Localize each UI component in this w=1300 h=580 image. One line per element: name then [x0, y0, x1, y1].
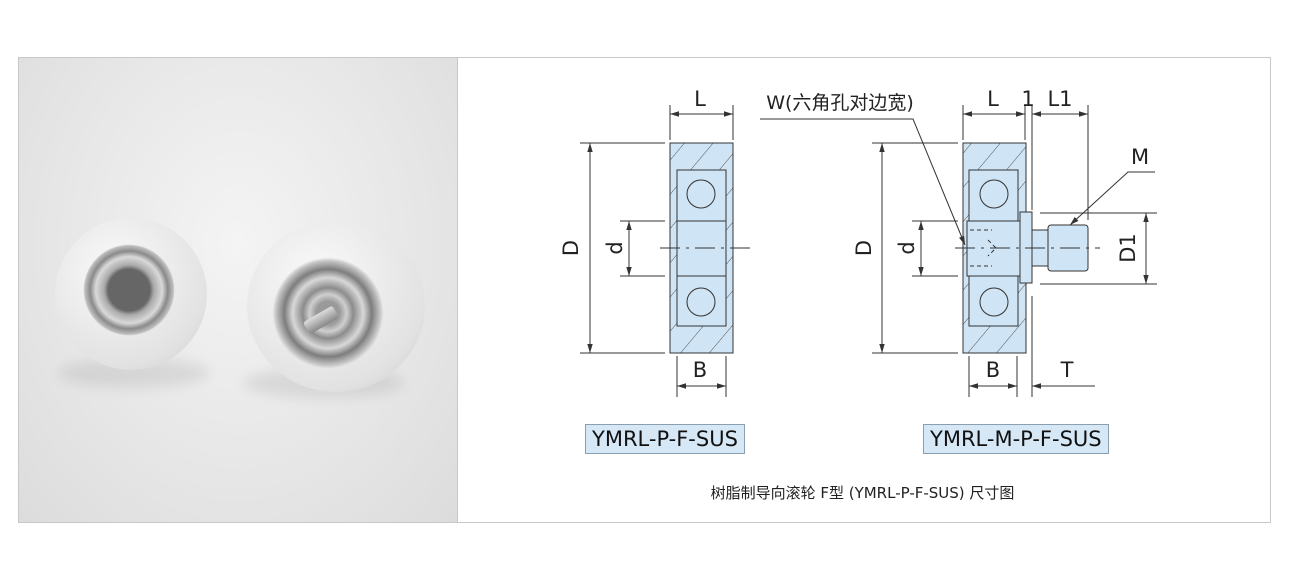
content-frame	[18, 57, 1271, 523]
dim-1: 1	[1021, 87, 1034, 111]
dim-d-right: d	[895, 241, 919, 254]
roller-section-right	[955, 142, 1100, 354]
panel-divider	[457, 57, 458, 523]
dim-L1: L1	[1047, 87, 1072, 111]
model-label-left: YMRL-P-F-SUS	[585, 424, 745, 454]
dim-D1: D1	[1116, 233, 1140, 263]
dim-B-right: B	[986, 358, 1000, 382]
product-photo	[19, 58, 457, 522]
dim-T: T	[1060, 358, 1074, 382]
dim-D: D	[559, 240, 583, 256]
dim-d: d	[603, 241, 627, 254]
dim-W-hex: W(六角孔对边宽)	[766, 92, 914, 114]
model-label-right: YMRL-M-P-F-SUS	[923, 424, 1109, 454]
dim-M: M	[1131, 145, 1149, 169]
dim-L-right: L	[987, 87, 999, 111]
dim-B: B	[693, 358, 707, 382]
dim-L: L	[694, 87, 706, 111]
dim-D-right: D	[852, 240, 876, 256]
roller-section-left	[660, 142, 750, 354]
diagram-caption: 树脂制导向滚轮 F型 (YMRL-P-F-SUS) 尺寸图	[710, 484, 1015, 502]
